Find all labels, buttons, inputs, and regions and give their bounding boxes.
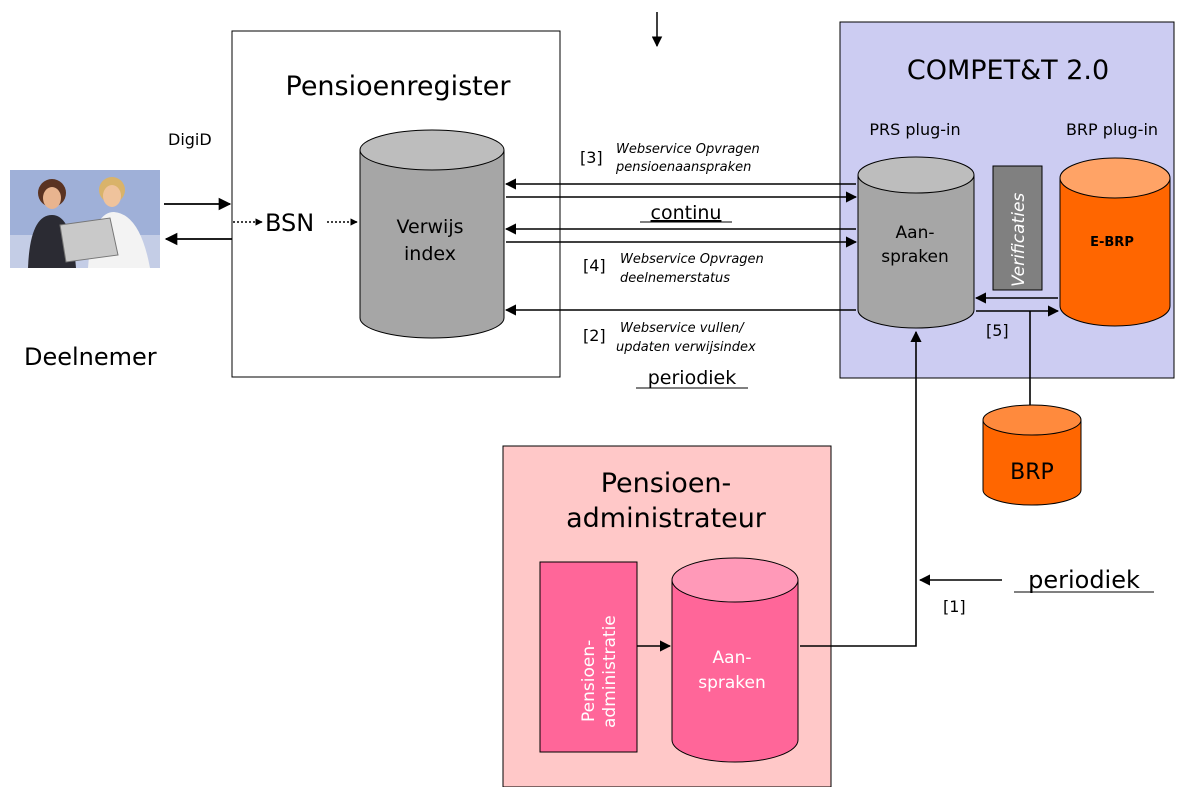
continu-label: continu <box>651 202 722 224</box>
pensioenadmin-title-line2: administrateur <box>566 503 767 534</box>
flow-5-number: [5] <box>986 321 1009 340</box>
users-at-laptop-photo <box>10 170 160 268</box>
flow-1-arrow <box>800 330 922 647</box>
brp-label: BRP <box>1010 460 1054 485</box>
deelnemer-label: Deelnemer <box>24 343 157 371</box>
admin-aanspraken-database <box>671 557 799 763</box>
pensioenadministratie-box <box>539 561 638 753</box>
brp-plugin-label: BRP plug-in <box>1066 120 1158 139</box>
verwijsindex-label-line1: Verwijs <box>396 216 463 238</box>
aanspraken-label-line2: spraken <box>881 247 949 267</box>
digid-label: DigiD <box>168 130 212 149</box>
pensioenadministratie-line2: administratie <box>600 615 620 728</box>
flow-2-line1: Webservice vullen/ <box>620 321 745 336</box>
periodiek-mid-label: periodiek <box>648 367 737 389</box>
flow-3-number: [3] <box>580 148 603 167</box>
prs-plugin-label: PRS plug-in <box>869 120 960 139</box>
compett-title: COMPET&T 2.0 <box>907 55 1109 86</box>
pensioenregister-title: Pensioenregister <box>286 71 512 102</box>
aanspraken-label-line1: Aan- <box>896 223 935 243</box>
bsn-label: BSN <box>265 209 314 237</box>
admin-aanspraken-line1: Aan- <box>713 648 752 668</box>
pensioenadministratie-line1: Pensioen- <box>579 640 599 722</box>
flow-4-line2: deelnemerstatus <box>620 271 730 286</box>
verwijsindex-label-line2: index <box>404 243 456 265</box>
pensioenadmin-title-line1: Pensioen- <box>601 468 732 499</box>
verificaties-label: Verificaties <box>1009 193 1029 287</box>
brp-database <box>982 404 1082 506</box>
flow-3-line1: Webservice Opvragen <box>616 142 760 157</box>
flow-2-number: [2] <box>583 326 606 345</box>
ebrp-label: E-BRP <box>1090 235 1134 250</box>
aanspraken-database <box>857 156 975 329</box>
flow-3-line2: pensioenaanspraken <box>615 160 751 175</box>
admin-aanspraken-line2: spraken <box>698 673 766 693</box>
verwijsindex-database <box>359 129 505 339</box>
ebrp-database <box>1059 157 1171 327</box>
flow-4-number: [4] <box>583 256 606 275</box>
periodiek-right-label: periodiek <box>1028 566 1140 594</box>
flow-1-number: [1] <box>943 597 966 616</box>
verificaties-box <box>992 165 1043 291</box>
flow-2-line2: updaten verwijsindex <box>616 340 756 355</box>
flow-4-line1: Webservice Opvragen <box>620 252 764 267</box>
